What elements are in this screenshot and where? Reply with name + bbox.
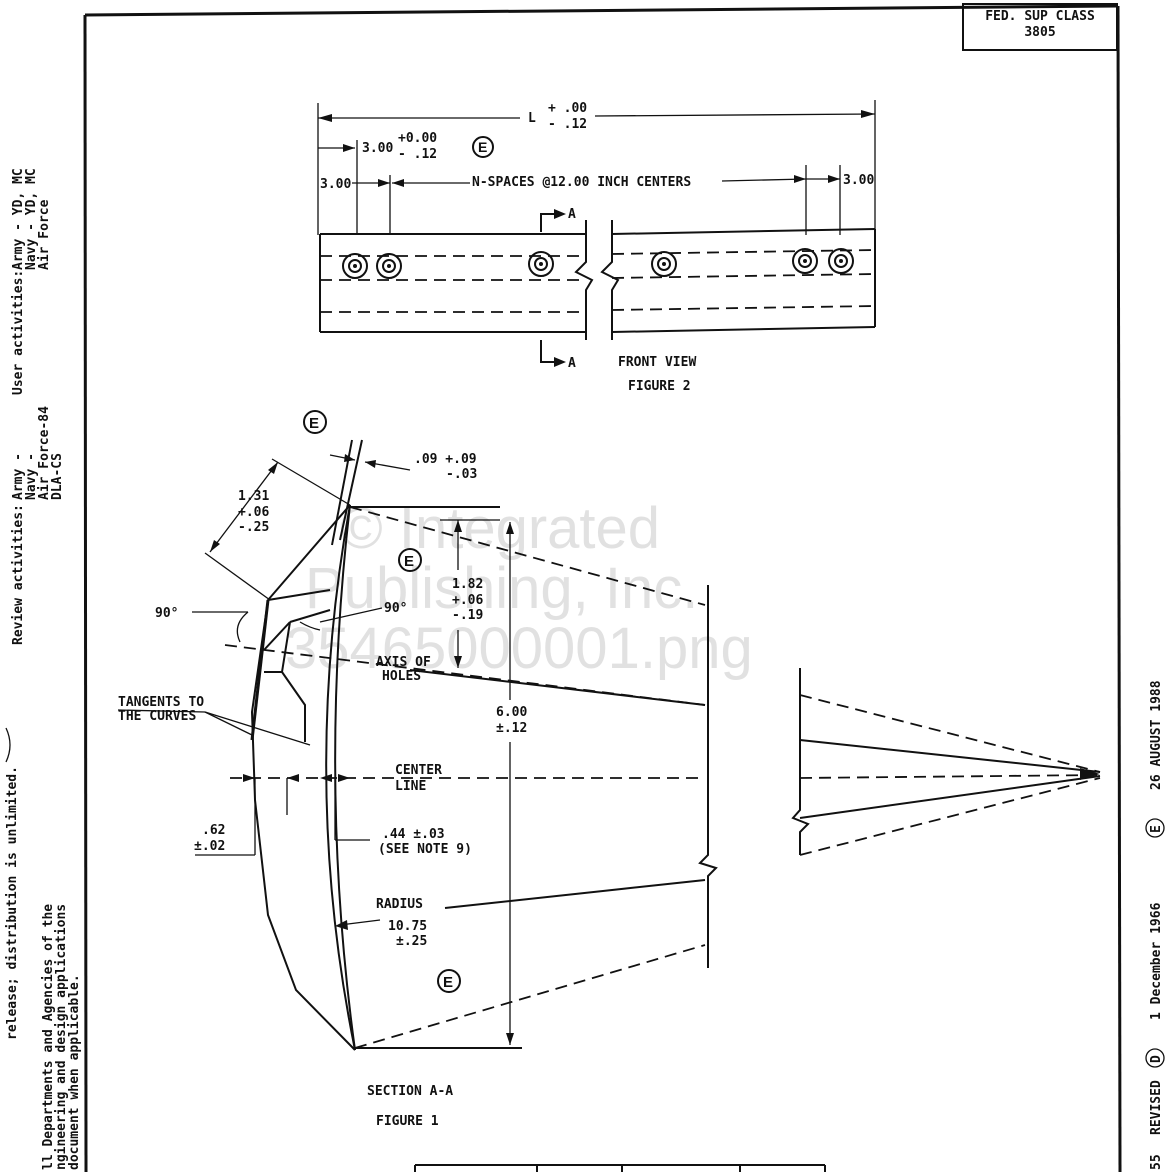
- thickness-tol: ±.02: [194, 839, 225, 854]
- right-spacing: 3.00: [843, 173, 874, 188]
- radius-label: RADIUS: [376, 897, 423, 912]
- fed-sup-class-label: FED. SUP CLASS: [985, 9, 1095, 24]
- original-date: 1 December 1966: [1149, 902, 1164, 1020]
- watermark-line3: 35465000001.png: [285, 616, 753, 681]
- revision-mark-center: E: [404, 553, 414, 570]
- review-line1: Army -: [11, 453, 26, 500]
- axis-label-line2: HOLES: [382, 669, 421, 684]
- spacing-note: N-SPACES @12.00 INCH CENTERS: [472, 175, 691, 190]
- review-line3: Air Force-84: [37, 406, 52, 500]
- revised-label: REVISED: [1149, 1080, 1164, 1135]
- axis-label-line1: AXIS OF: [376, 655, 431, 670]
- revision-circle-fig2: [472, 136, 494, 158]
- review-activities-label: Review activities:: [11, 504, 26, 645]
- section-marker-bottom: A: [568, 356, 576, 371]
- revision-mark-fig2: E: [478, 139, 487, 155]
- left-dim-value: 1.31: [238, 489, 269, 504]
- thickness-value: .62: [202, 823, 225, 838]
- left-end-tol-minus: - .12: [398, 147, 437, 162]
- left-dim-tol-minus: -.25: [238, 520, 269, 535]
- figure-1: E .09 +.09 -.03 1.31 +.06 -.25: [117, 410, 1101, 1172]
- review-line2: Navy -: [24, 453, 39, 500]
- revision-mark-top: E: [309, 415, 319, 432]
- dept-line1: ll Departments and Agencies of the: [41, 904, 56, 1170]
- figure-2: L + .00 - .12 3.00 +0.00 - .12 E 3.00 N-…: [317, 100, 876, 394]
- revision-mark-bottom: E: [443, 974, 453, 991]
- front-view-label: FRONT VIEW: [618, 355, 696, 370]
- user-activities-line3: Air Force: [37, 199, 52, 270]
- top-dim: .09 +.09: [414, 452, 477, 467]
- watermark-line1: © Integrated: [340, 496, 660, 561]
- tangents-line2: THE CURVES: [118, 709, 196, 724]
- height-tol: ±.12: [496, 721, 527, 736]
- radius-tol: ±.25: [396, 934, 427, 949]
- section-label: SECTION A-A: [367, 1084, 453, 1099]
- doc-fragment: 55: [1149, 1154, 1164, 1170]
- overall-length-label: L: [528, 111, 536, 126]
- center-line1: CENTER: [395, 763, 442, 778]
- bolt-holes: [342, 248, 854, 279]
- watermark: © Integrated Publishing, Inc. 3546500000…: [285, 496, 753, 681]
- revised-mark: D: [1149, 1055, 1164, 1063]
- revised-mark-circle: [1145, 1048, 1165, 1068]
- left-end-tol-plus: +0.00: [398, 131, 437, 146]
- center-line2: LINE: [395, 779, 426, 794]
- dept-line3: document when applicable.: [67, 974, 82, 1170]
- margin-bracket: [5, 727, 11, 763]
- left-margin: User activities: Army - YD, MC Navy - YD…: [5, 168, 82, 1170]
- revision-circle-top: [303, 410, 327, 434]
- revision-circle-bottom: [437, 969, 461, 993]
- user-activities-label: User activities:: [11, 270, 26, 395]
- user-activities-line1: Army - YD, MC: [11, 168, 26, 270]
- figure-2-label: FIGURE 2: [628, 379, 691, 394]
- left-dim-tol-plus: +.06: [238, 505, 269, 520]
- note-ref: (SEE NOTE 9): [378, 842, 472, 857]
- hole-dim-value: 1.82: [452, 577, 483, 592]
- overall-tol-plus: + .00: [548, 101, 587, 116]
- revision-mark-right: E: [1149, 825, 1164, 833]
- fed-sup-class-block: FED. SUP CLASS 3805: [962, 3, 1118, 51]
- revision-mark-circle: [1145, 818, 1165, 838]
- section-marker-top: A: [568, 207, 576, 222]
- hole-dim-tol-plus: +.06: [452, 593, 483, 608]
- angle-left: 90°: [155, 606, 178, 621]
- partial-table: [414, 1164, 826, 1172]
- height-value: 6.00: [496, 705, 527, 720]
- review-line4: DLA-CS: [50, 453, 65, 500]
- radius-value: 10.75: [388, 919, 427, 934]
- top-dim-tol: -.03: [446, 467, 477, 482]
- tangents-line1: TANGENTS TO: [118, 695, 204, 710]
- figure-1-label: FIGURE 1: [376, 1114, 439, 1129]
- user-activities-line2: Navy - YD, MC: [24, 168, 39, 270]
- angle-right: 90°: [384, 601, 407, 616]
- dept-line2: ngineering and design applications: [54, 904, 69, 1170]
- left-end-dim: 3.00: [362, 141, 393, 156]
- sheet-border: [83, 4, 1122, 1172]
- revision-circle-center: [398, 548, 422, 572]
- release-text: release; distribution is unlimited.: [5, 766, 20, 1040]
- watermark-line2: Publishing, Inc.: [305, 556, 698, 621]
- left-spacing: 3.00: [320, 177, 351, 192]
- revision-date: 26 AUGUST 1988: [1149, 680, 1164, 790]
- overall-tol-minus: - .12: [548, 117, 587, 132]
- hole-dim-tol-minus: -.19: [452, 608, 483, 623]
- right-margin: 26 AUGUST 1988 E 1 December 1966 D REVIS…: [1145, 680, 1165, 1170]
- note-dim: .44 ±.03: [382, 827, 445, 842]
- fed-sup-class-value: 3805: [1024, 25, 1055, 40]
